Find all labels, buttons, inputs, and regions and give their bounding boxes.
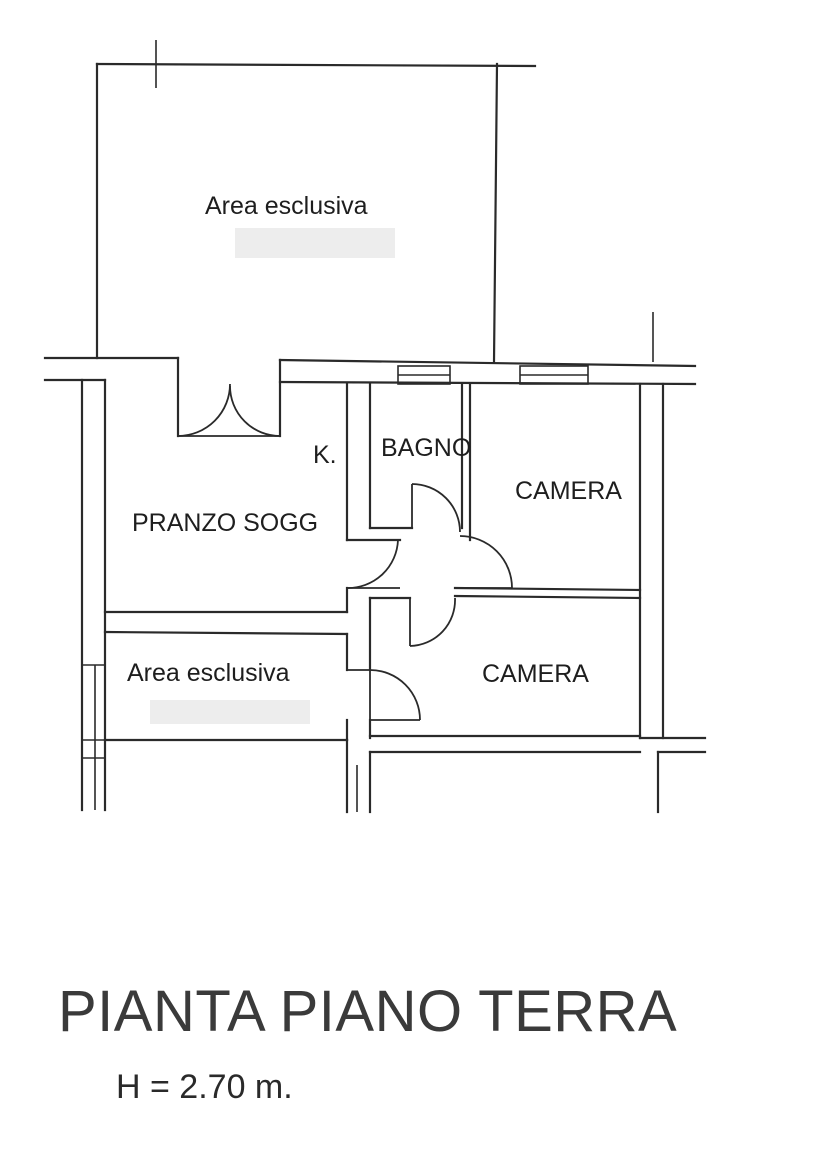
door-bagno xyxy=(411,483,461,533)
right-outer-wall xyxy=(638,382,707,814)
scan-smudge xyxy=(150,700,310,724)
door-pranzo xyxy=(346,539,400,589)
bagno-label: BAGNO xyxy=(381,434,471,462)
door-area-esclusiva-bottom xyxy=(347,669,421,721)
living-bottom-wall xyxy=(103,610,349,636)
area-esclusiva-top-label: Area esclusiva xyxy=(205,192,368,220)
ceiling-height-note: H = 2.70 m. xyxy=(116,1068,293,1106)
window-camera-upper xyxy=(519,365,589,385)
camera-lower-label: CAMERA xyxy=(482,660,589,688)
bottom-area-walls xyxy=(103,718,358,814)
lower-camera-walls xyxy=(368,718,642,814)
entrance-double-door xyxy=(177,383,281,437)
area-esclusiva-bottom-label: Area esclusiva xyxy=(127,659,290,687)
pranzo-sogg-label: PRANZO SOGG xyxy=(132,509,318,537)
left-outer-wall xyxy=(80,378,107,812)
camera-upper-label: CAMERA xyxy=(515,477,622,505)
bagno-walls xyxy=(345,382,472,542)
exterior-yard-outline xyxy=(95,40,654,364)
kitchen-label: K. xyxy=(313,441,337,469)
plan-title: PIANTA PIANO TERRA xyxy=(58,979,678,1044)
scan-smudge xyxy=(235,228,395,258)
window-bagno xyxy=(397,365,451,385)
corridor-walls xyxy=(345,538,642,672)
top-outer-wall xyxy=(43,356,697,438)
door-camera-lower xyxy=(409,597,456,647)
door-camera-upper xyxy=(459,535,513,589)
